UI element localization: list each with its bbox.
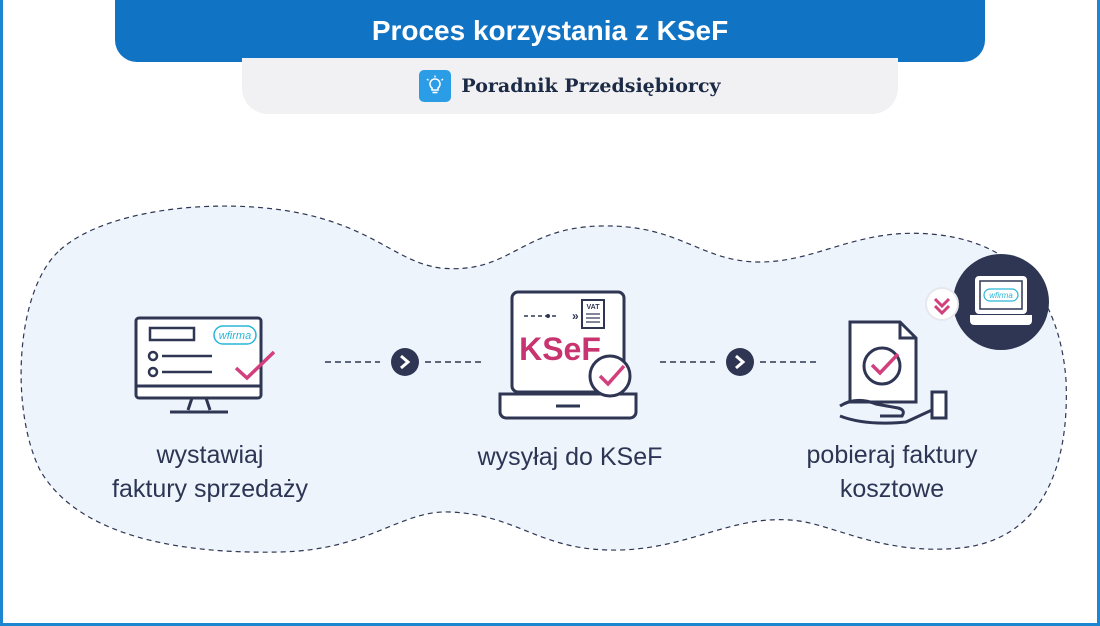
chevron-right-icon xyxy=(726,348,754,376)
step-1-label-line1: wystawiaj xyxy=(156,441,264,469)
laptop-ksef-icon: » VAT KSeF xyxy=(496,288,646,424)
ksef-screen-text: KSeF xyxy=(519,331,601,367)
badge-wfirma-logo: wfirma xyxy=(989,291,1013,300)
wfirma-logo: wfirma xyxy=(219,330,251,342)
page-title-text: Proces korzystania z KSeF xyxy=(371,15,729,46)
page-title: Proces korzystania z KSeF xyxy=(115,0,985,62)
download-arrow-icon xyxy=(924,286,960,322)
connector-2 xyxy=(660,348,820,376)
brand-bar: Poradnik Przedsiębiorcy xyxy=(242,58,898,114)
vat-doc-text: VAT xyxy=(587,304,601,311)
lightbulb-icon xyxy=(419,70,452,102)
hand-document-icon xyxy=(836,318,956,430)
chevron-right-icon xyxy=(391,348,419,376)
connector-1 xyxy=(325,348,485,376)
step-3-label-line2: kosztowe xyxy=(839,475,945,503)
step-1-label-line2: faktury sprzedaży xyxy=(112,475,308,503)
monitor-invoice-icon: wfirma xyxy=(130,312,280,422)
step-3-label: pobieraj faktury kosztowe xyxy=(752,438,1032,506)
step-1-label: wystawiaj faktury sprzedaży xyxy=(70,438,350,506)
step-2-label: wysyłaj do KSeF xyxy=(430,440,710,474)
step-3-label-line1: pobieraj faktury xyxy=(806,441,978,469)
step-2-label-text: wysyłaj do KSeF xyxy=(477,443,663,471)
laptop-badge: wfirma xyxy=(952,253,1050,351)
brand-name: Poradnik Przedsiębiorcy xyxy=(461,75,721,97)
svg-text:»: » xyxy=(572,309,579,323)
